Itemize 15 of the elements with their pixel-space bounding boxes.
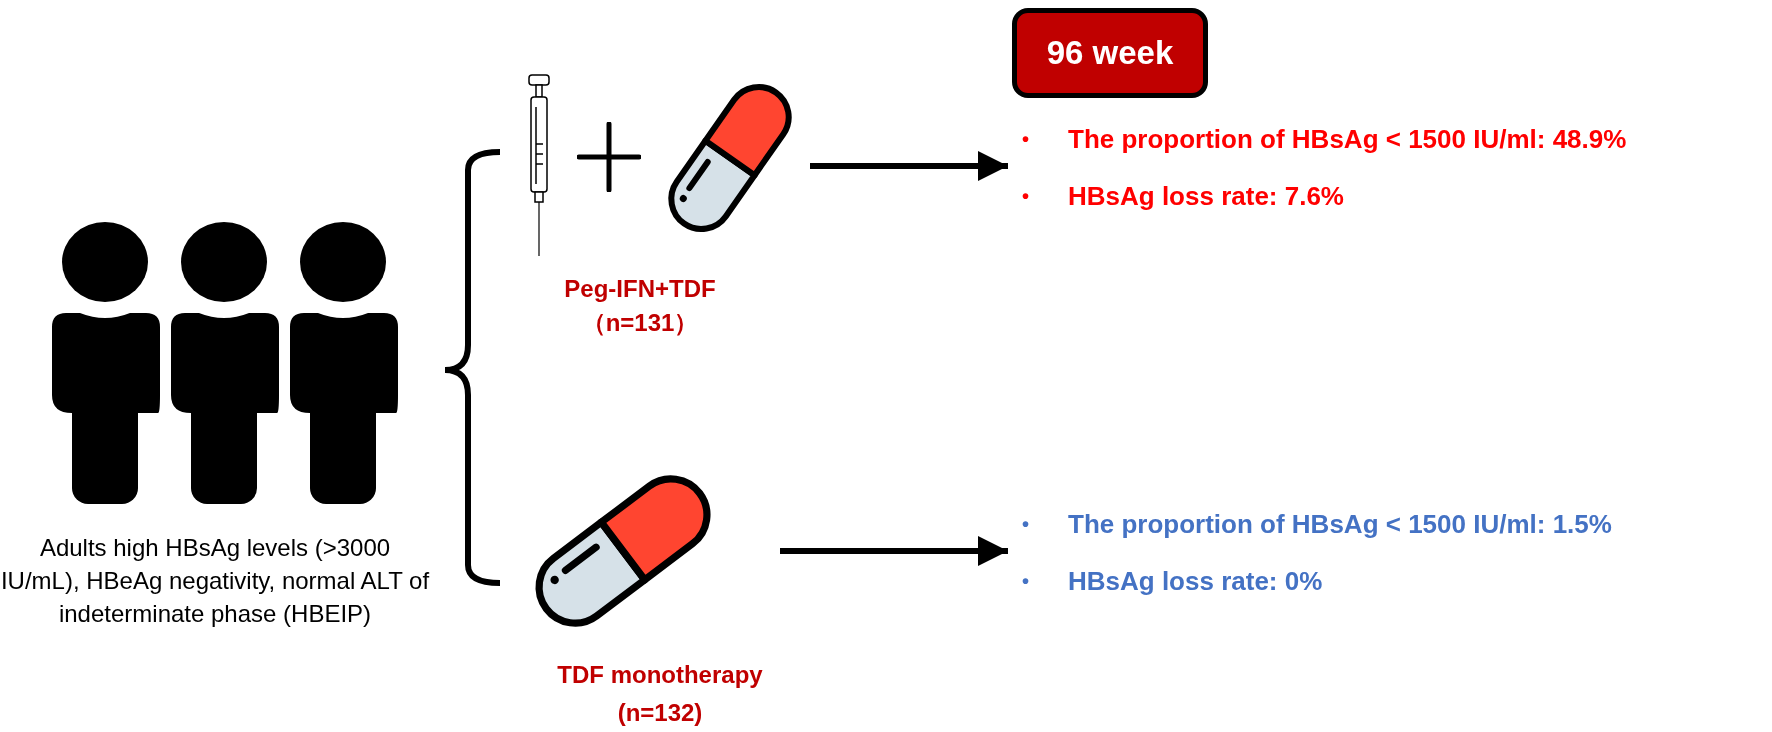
caption-text: Adults high HBsAg levels (>3000 IU/mL), HBeAg negativity, normal ALT of indeterminate phase (HBEIP) (0, 533, 430, 629)
result-item: The proportion of HBsAg < 1500 IU/ml: 48.9% (1068, 124, 1627, 154)
bullet: • (1022, 184, 1030, 209)
bracket-line (444, 367, 501, 586)
result-item: HBsAg loss rate: 0% (1068, 566, 1323, 596)
bullet: • (1022, 569, 1030, 594)
arrow (780, 536, 1008, 566)
result-item: HBsAg loss rate: 7.6% (1068, 181, 1344, 211)
arm-label: TDF monotherapy (n=132) (556, 660, 764, 728)
arm-label: Peg-IFN+TDF （n=131） (563, 274, 717, 338)
bullet: • (1022, 127, 1030, 152)
bullet: • (1022, 512, 1030, 537)
arrow (810, 151, 1008, 181)
week-badge: 96 week (1012, 8, 1208, 98)
result-item: The proportion of HBsAg < 1500 IU/ml: 1.5% (1068, 509, 1612, 539)
